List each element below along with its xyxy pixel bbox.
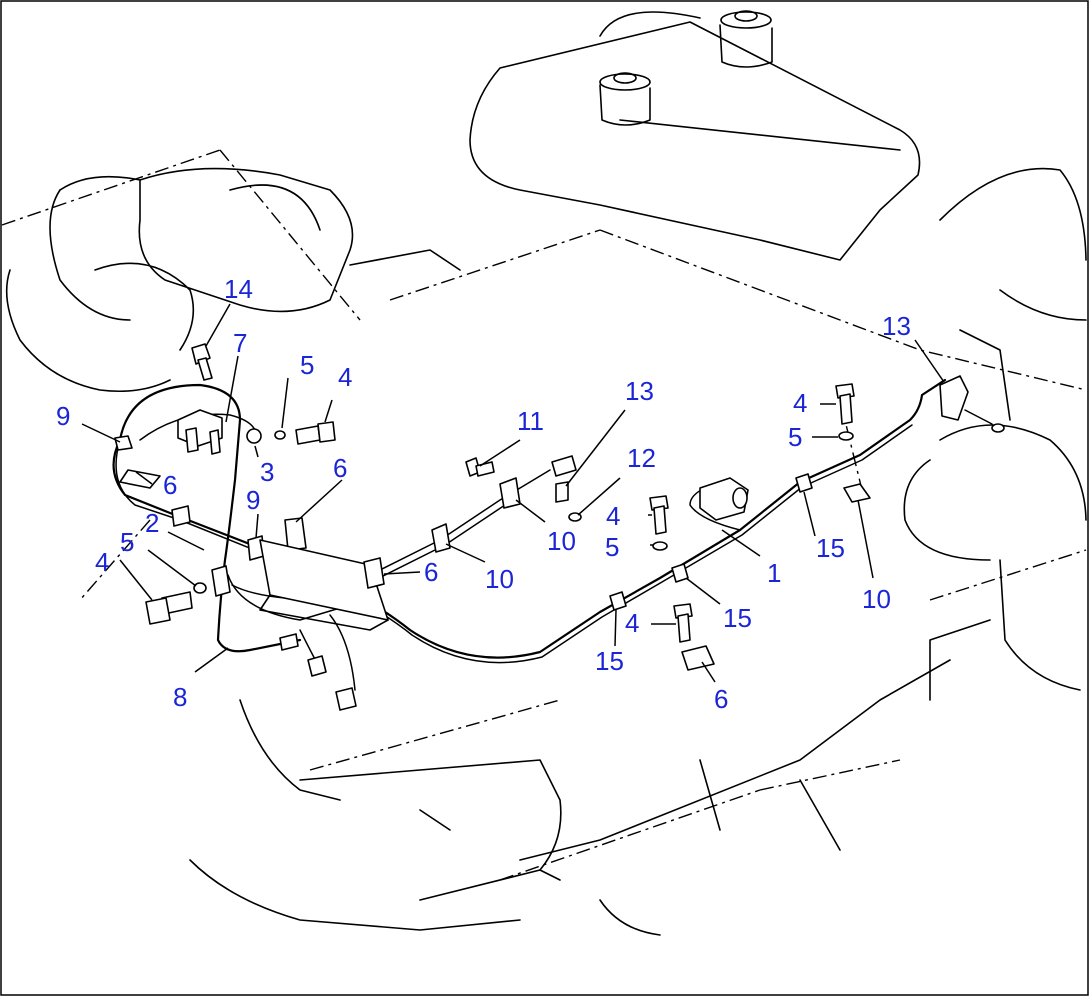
- callout-4-c: 4: [606, 501, 620, 531]
- centerlines: [1, 149, 1087, 881]
- callout-14: 14: [224, 274, 253, 304]
- callout-5-a: 5: [300, 350, 314, 380]
- callout-11: 11: [517, 406, 544, 436]
- callout-4-b: 4: [95, 547, 109, 577]
- callout-3: 3: [260, 457, 274, 487]
- engine-outline: [5, 10, 1087, 936]
- callout-4-d: 4: [793, 388, 807, 418]
- callout-8: 8: [173, 682, 187, 712]
- callout-6-c: 6: [424, 557, 438, 587]
- callout-2: 2: [145, 508, 159, 538]
- callout-10-b: 10: [547, 526, 576, 556]
- callout-13-b: 13: [882, 311, 911, 341]
- callout-5-c: 5: [605, 532, 619, 562]
- wiring-harness: [112, 378, 947, 691]
- callout-labels: 1 2 3 4 4 4 4 4 5 5 5 5 6 6 6 6 7 8 9 9 …: [56, 274, 911, 714]
- callout-5-b: 5: [120, 527, 134, 557]
- callout-13-a: 13: [625, 376, 654, 406]
- callout-4-a: 4: [338, 362, 352, 392]
- callout-6-a: 6: [163, 470, 177, 500]
- callout-10-a: 10: [485, 564, 514, 594]
- callout-15-a: 15: [816, 533, 845, 563]
- callout-6-b: 6: [333, 453, 347, 483]
- callout-5-d: 5: [788, 422, 802, 452]
- callout-15-b: 15: [723, 603, 752, 633]
- components: [114, 343, 1005, 711]
- callout-15-c: 15: [595, 646, 624, 676]
- callout-10-c: 10: [862, 584, 891, 614]
- callout-7: 7: [233, 328, 247, 358]
- callout-4-e: 4: [625, 608, 639, 638]
- leader-lines: [81, 303, 945, 683]
- callout-6-d: 6: [714, 684, 728, 714]
- callout-9-b: 9: [246, 485, 260, 515]
- callout-9-a: 9: [56, 401, 70, 431]
- callout-1: 1: [767, 558, 781, 588]
- callout-12: 12: [627, 443, 656, 473]
